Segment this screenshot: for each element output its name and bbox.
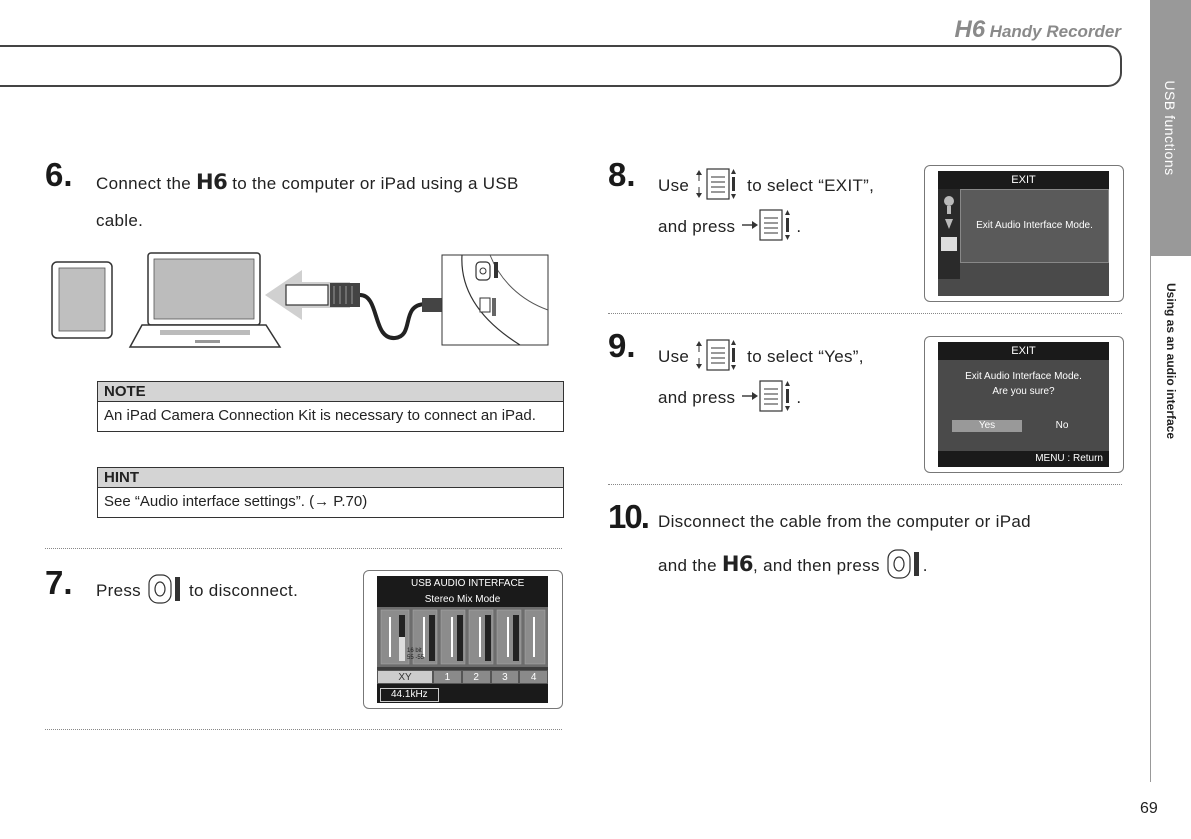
step-7-text-a: Press xyxy=(96,580,146,600)
mixer-meter-reading: 16 bit xyxy=(407,648,422,654)
scroll-switch-updown-icon xyxy=(694,167,742,206)
step-9-text-a: Use xyxy=(658,346,695,366)
confirm-no-button[interactable]: No xyxy=(1055,420,1069,431)
mixer-channel[interactable]: 3 xyxy=(491,671,519,683)
step-7-text-b: to disconnect. xyxy=(183,580,299,600)
mic-icon xyxy=(944,196,954,206)
brand-product: Handy Recorder xyxy=(989,22,1121,41)
step-7-text: Press to disconnect. xyxy=(96,574,298,609)
usb-cable xyxy=(359,293,426,340)
exit-screen-frame: EXIT Exit Audio Interface Mode. xyxy=(924,165,1124,302)
step-10-text-c: , and then press xyxy=(753,555,885,575)
connection-diagram xyxy=(51,252,549,348)
h6-logo: H6 xyxy=(196,170,228,194)
exit-screen-sidebar xyxy=(938,189,960,279)
note-title: NOTE xyxy=(98,382,563,402)
hint-title: HINT xyxy=(98,468,563,488)
sample-rate-badge: 44.1kHz xyxy=(380,688,439,702)
usb-connection-illustration xyxy=(50,250,550,350)
step-10-text-b: and the xyxy=(658,555,722,575)
exit-screen: EXIT Exit Audio Interface Mode. xyxy=(938,171,1109,296)
h6-logo: H6 xyxy=(721,551,754,576)
subsection-tab-label: Using as an audio interface xyxy=(1164,282,1178,440)
step-6-text: Connect the H6 to the computer or iPad u… xyxy=(96,170,519,194)
step-6-text-a: Connect the xyxy=(96,174,196,193)
step-10-text-2: and the H6, and then press . xyxy=(658,549,928,584)
step-10-text-a: Disconnect the cable from the computer o… xyxy=(658,512,1031,531)
subsection-tab[interactable]: Using as an audio interface xyxy=(1150,256,1191,782)
exit-menu-item[interactable]: Exit Audio Interface Mode. xyxy=(960,189,1109,263)
mixer-faders xyxy=(377,607,548,667)
confirm-yes-button[interactable]: Yes xyxy=(952,420,1022,432)
step-9-text: Use to select “Yes”, xyxy=(658,338,864,377)
scroll-switch-updown-icon xyxy=(694,338,742,377)
confirm-message: Exit Audio Interface Mode. Are you sure? xyxy=(938,369,1109,399)
step-8-text-d: . xyxy=(796,216,802,236)
mixer-channel[interactable]: 4 xyxy=(520,671,547,683)
mixer-channel-row: XY 1 2 3 4 xyxy=(377,670,548,684)
hint-body: See “Audio interface settings”. (→ P.70) xyxy=(104,493,368,510)
confirm-screen: EXIT Exit Audio Interface Mode. Are you … xyxy=(938,342,1109,467)
note-body: An iPad Camera Connection Kit is necessa… xyxy=(104,407,536,424)
divider xyxy=(45,729,562,730)
usb-icon xyxy=(941,237,957,251)
mixer-screen-mode: Stereo Mix Mode xyxy=(377,592,548,607)
brand-model: H6 xyxy=(954,16,986,43)
divider xyxy=(608,313,1122,314)
mixer-meter-reading: 55 -55 xyxy=(407,655,425,661)
exit-screen-title: EXIT xyxy=(938,171,1109,189)
step-9-text-d: . xyxy=(796,387,802,407)
hint-box: HINT See “Audio interface settings”. (→ … xyxy=(97,467,564,518)
confirm-screen-title: EXIT xyxy=(938,342,1109,360)
scroll-switch-press-icon xyxy=(740,379,796,418)
step-9-text-c: and press xyxy=(658,387,741,407)
section-tab[interactable]: USB functions xyxy=(1150,0,1191,256)
step-10-text-d: . xyxy=(922,555,928,575)
step-8-text-a: Use xyxy=(658,175,695,195)
confirm-message-1: Exit Audio Interface Mode. xyxy=(965,371,1082,382)
step-9-number: 9. xyxy=(608,327,636,364)
tuner-icon xyxy=(945,219,953,229)
usb-a-plug xyxy=(285,284,329,306)
header-bar xyxy=(0,45,1122,87)
mixer-screen-frame: USB AUDIO INTERFACE Stereo Mix Mode 16 b… xyxy=(363,570,563,709)
step-8-text-c: and press xyxy=(658,216,741,236)
brand-title: H6 Handy Recorder xyxy=(955,16,1121,44)
scroll-switch-press-icon xyxy=(740,208,796,247)
step-9-text-2: and press . xyxy=(658,379,801,418)
page-number: 69 xyxy=(1140,800,1158,817)
mixer-channel[interactable]: 1 xyxy=(434,671,461,683)
step-6-number: 6. xyxy=(45,156,73,193)
mixer-screen: USB AUDIO INTERFACE Stereo Mix Mode 16 b… xyxy=(377,576,548,703)
step-6-text-b: to the computer or iPad using a USB xyxy=(227,174,519,193)
note-box: NOTE An iPad Camera Connection Kit is ne… xyxy=(97,381,564,432)
divider xyxy=(608,484,1122,485)
step-10-number: 10. xyxy=(608,498,650,535)
step-8-text-b: to select “EXIT”, xyxy=(742,175,875,195)
confirm-message-2: Are you sure? xyxy=(992,386,1055,397)
step-6-text-c: cable. xyxy=(96,211,144,230)
divider xyxy=(45,548,562,549)
mixer-channel[interactable]: 2 xyxy=(462,671,490,683)
step-8-text-2: and press . xyxy=(658,208,801,247)
step-7-number: 7. xyxy=(45,564,73,601)
exit-screen-message: Exit Audio Interface Mode. xyxy=(976,220,1093,231)
confirm-footer: MENU : Return xyxy=(938,451,1109,467)
mixer-screen-title: USB AUDIO INTERFACE xyxy=(377,576,548,592)
confirm-screen-frame: EXIT Exit Audio Interface Mode. Are you … xyxy=(924,336,1124,473)
menu-button-icon xyxy=(885,549,923,584)
step-8-number: 8. xyxy=(608,156,636,193)
menu-button-icon xyxy=(146,574,184,609)
section-tab-label: USB functions xyxy=(1162,80,1178,176)
step-9-text-b: to select “Yes”, xyxy=(742,346,864,366)
mixer-channel[interactable]: XY xyxy=(378,671,432,683)
step-8-text: Use to select “EXIT”, xyxy=(658,167,874,206)
